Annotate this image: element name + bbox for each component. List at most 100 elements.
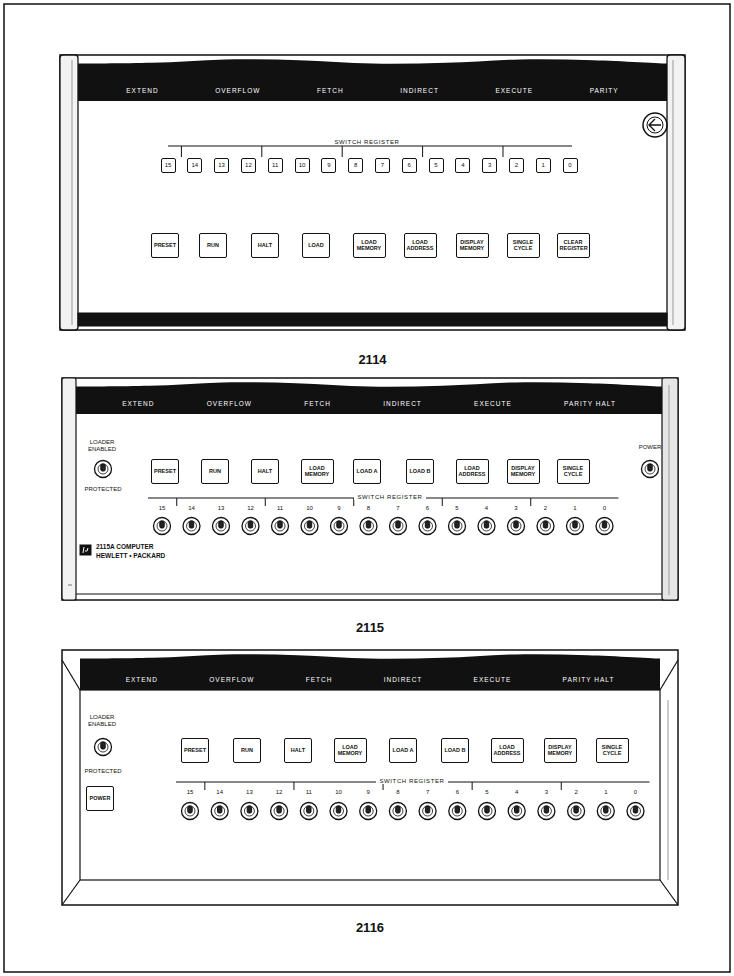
indicator-label: FETCH	[306, 676, 333, 683]
panel-label: 1	[604, 789, 607, 796]
toggle-switch	[301, 518, 318, 535]
register-tick	[204, 782, 205, 790]
toggle-ring	[334, 521, 344, 531]
panel-label: 2	[544, 505, 547, 512]
panel-label: 13	[246, 789, 253, 796]
toggle-ring	[452, 806, 462, 816]
toggle-ring	[482, 521, 492, 531]
panel-label: 7	[396, 505, 399, 512]
panel-caption: 2116	[62, 920, 678, 935]
toggle-ring	[154, 518, 171, 535]
toggle-switch	[300, 803, 317, 820]
toggle-ring	[452, 521, 462, 531]
button-label: LOAD ADDRESS	[459, 465, 486, 477]
panel-label: 15	[187, 789, 194, 796]
panel-label: POWER	[639, 444, 662, 451]
button-label: 1	[542, 162, 545, 168]
indicator-label: EXTEND	[126, 676, 158, 683]
toggle-switch	[241, 803, 258, 820]
toggle-switch	[627, 803, 644, 820]
panel-label: 5	[485, 789, 488, 796]
toggle-switch	[596, 518, 613, 535]
toggle-lever	[455, 806, 459, 813]
toggle-switch	[597, 803, 614, 820]
panel-caption: 2114	[60, 352, 685, 367]
control-button: CLEAR REGISTER	[557, 233, 590, 258]
toggle-lever	[633, 806, 637, 813]
toggle-ring	[98, 464, 108, 474]
toggle-ring	[157, 521, 167, 531]
indicator-label: EXECUTE	[474, 400, 512, 407]
toggle-switch	[390, 518, 407, 535]
register-button: 9	[321, 158, 336, 173]
toggle-lever	[307, 521, 311, 528]
toggle-switch	[360, 803, 377, 820]
button-label: LOAD MEMORY	[337, 744, 364, 756]
toggle-ring	[363, 806, 373, 816]
button-label: LOAD ADDRESS	[407, 239, 434, 251]
front-panel: EXTENDOVERFLOWFETCHINDIRECTEXECUTEPARITY…	[60, 55, 685, 330]
toggle-lever	[425, 521, 429, 528]
toggle-ring	[597, 803, 614, 820]
toggle-lever	[188, 806, 192, 813]
indicator-label: OVERFLOW	[209, 676, 254, 683]
toggle-ring	[216, 521, 226, 531]
button-label: HALT	[258, 242, 272, 248]
panel-label: HEWLETT • PACKARD	[96, 552, 165, 559]
register-tick	[472, 782, 473, 790]
panel-label: 14	[188, 505, 195, 512]
button-label: 12	[245, 162, 252, 168]
control-button: PRESET	[151, 459, 179, 484]
toggle-ring	[274, 806, 284, 816]
button-label: RUN	[241, 747, 253, 753]
toggle-switch	[449, 803, 466, 820]
toggle-switch	[478, 518, 495, 535]
button-label: DISPLAY MEMORY	[510, 465, 537, 477]
toggle-switch	[508, 518, 525, 535]
register-button: 14	[187, 158, 202, 173]
toggle-ring	[508, 803, 525, 820]
indicator-band: EXTENDOVERFLOWFETCHINDIRECTEXECUTEPARITY…	[76, 378, 662, 414]
register-tick	[561, 782, 562, 790]
control-button: DISPLAY MEMORY	[456, 233, 489, 258]
toggle-lever	[218, 806, 222, 813]
toggle-ring	[275, 521, 285, 531]
toggle-ring	[423, 806, 433, 816]
control-button: HALT	[251, 459, 279, 484]
toggle-ring	[538, 803, 555, 820]
register-tick	[176, 498, 177, 506]
register-button: 5	[429, 158, 444, 173]
panel-label: 4	[485, 505, 488, 512]
toggle-lever	[396, 806, 400, 813]
indicator-label: FETCH	[317, 87, 344, 94]
control-button: PRESET	[181, 738, 209, 763]
panel-label: 12	[247, 505, 254, 512]
register-ticks	[168, 146, 572, 157]
indicator-label: FETCH	[304, 400, 331, 407]
toggle-lever	[455, 521, 459, 528]
register-button: 0	[563, 158, 578, 173]
toggle-lever	[366, 521, 370, 528]
toggle-ring	[389, 803, 406, 820]
band-shape	[78, 59, 667, 101]
button-label: LOAD ADDRESS	[494, 744, 521, 756]
toggle-lever	[337, 521, 341, 528]
panel-label: 11	[277, 505, 283, 512]
button-label: 5	[434, 162, 437, 168]
toggle-ring	[364, 521, 374, 531]
control-button: LOAD MEMORY	[353, 233, 386, 258]
toggle-ring	[627, 803, 644, 820]
button-label: LOAD B	[409, 468, 430, 474]
button-label: PRESET	[184, 747, 206, 753]
button-label: LOAD B	[444, 747, 465, 753]
toggle-ring	[393, 806, 403, 816]
toggle-ring	[479, 803, 496, 820]
control-button: DISPLAY MEMORY	[544, 738, 577, 763]
control-button: LOAD ADDRESS	[456, 459, 489, 484]
band-shape	[76, 382, 662, 414]
button-label: 2	[515, 162, 518, 168]
toggle-switch	[154, 518, 171, 535]
panel-label: 2	[574, 789, 577, 796]
button-label: 8	[354, 162, 357, 168]
panel-2115-frame	[62, 378, 678, 600]
